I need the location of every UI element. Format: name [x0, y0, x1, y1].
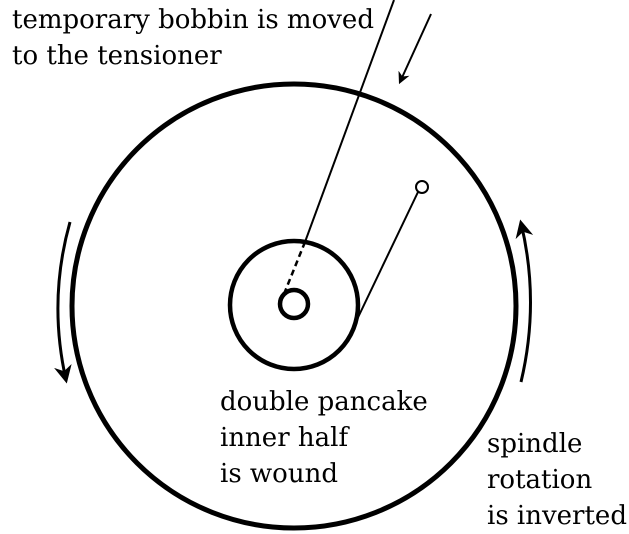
spindle-line-2: rotation — [487, 465, 593, 495]
outer-disc — [69, 81, 519, 531]
bobbin-moved-line-1: temporary bobbin is moved — [12, 5, 374, 35]
hidden-tape-dashed — [282, 241, 307, 295]
pancake-inner-circle — [227, 238, 361, 372]
incoming-tape-line — [304, 0, 395, 243]
guide-pulley — [415, 180, 429, 194]
inner-half-line-2: inner half — [220, 423, 349, 453]
hub-circle — [277, 287, 311, 321]
spindle-label: spindle rotation is inverted — [487, 426, 627, 534]
bobbin-moved-label: temporary bobbin is moved to the tension… — [12, 2, 374, 74]
left-rotation-arrow — [54, 221, 72, 384]
inner-half-line-1: double pancake — [220, 387, 428, 417]
spindle-line-1: spindle — [487, 429, 583, 459]
spindle-line-3: is inverted — [487, 501, 627, 531]
bobbin-motion-arrow — [398, 13, 432, 85]
inner-half-line-3: is wound — [220, 459, 338, 489]
bobbin-moved-line-2: to the tensioner — [12, 41, 222, 71]
inner-half-label: double pancake inner half is wound — [220, 384, 428, 492]
right-rotation-arrow — [515, 219, 534, 383]
tape-to-pulley-line — [351, 191, 419, 331]
